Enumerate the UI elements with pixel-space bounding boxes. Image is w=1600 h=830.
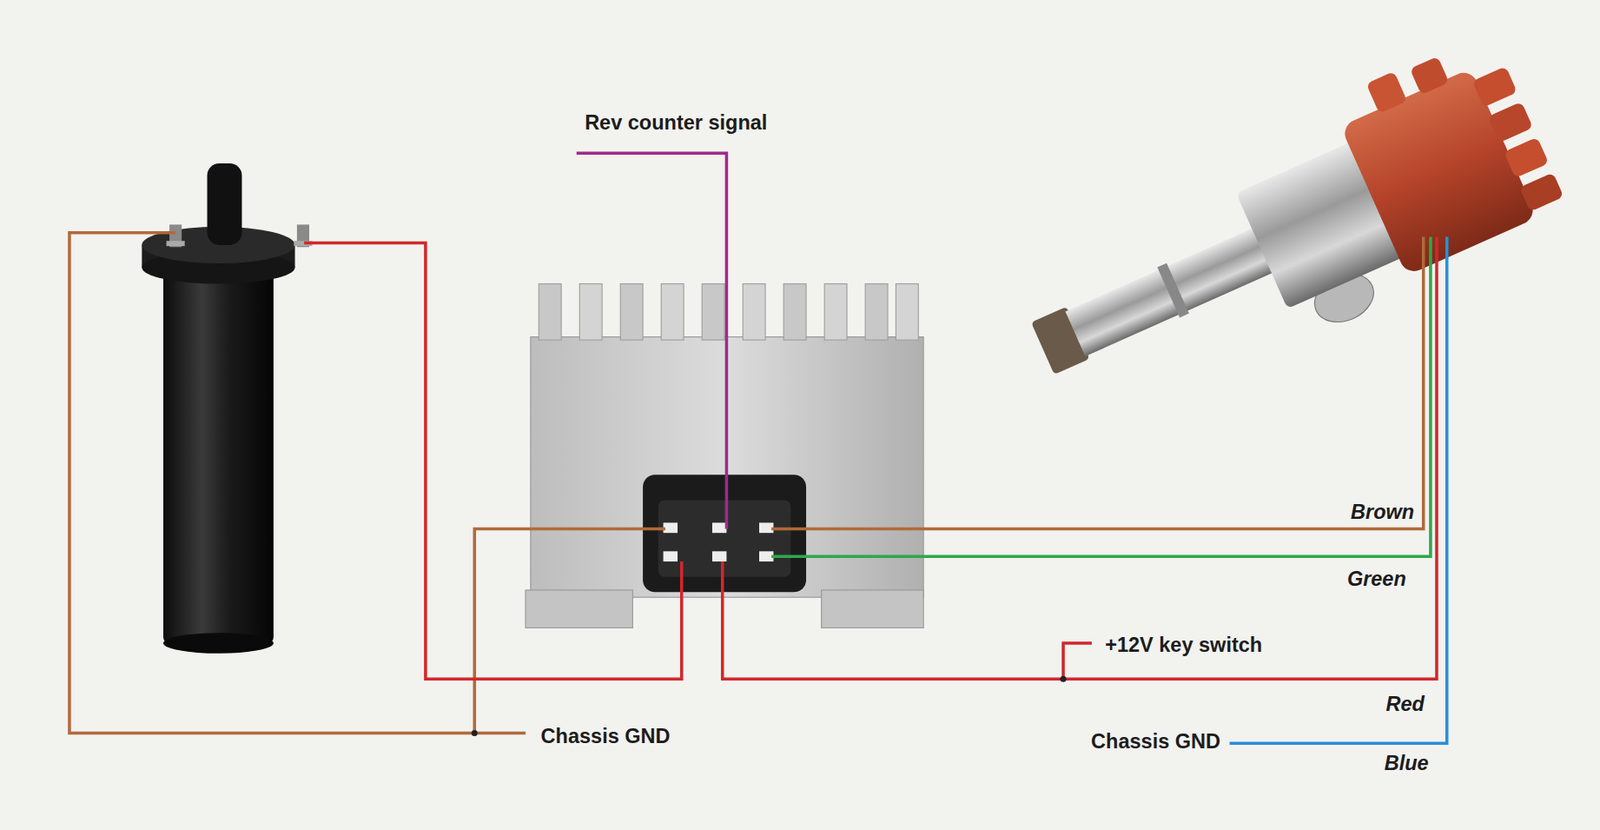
wire-label: +12V key switch [1104, 634, 1263, 657]
wires [69, 152, 1448, 743]
ignition-coil [141, 163, 312, 654]
ignition-module [525, 284, 924, 629]
wire-label: Green [1347, 568, 1407, 591]
wire-label: Chassis GND [541, 725, 671, 748]
wire-label: Rev counter signal [584, 112, 767, 135]
wire-label: Blue [1384, 752, 1429, 775]
wire-label: Brown [1350, 501, 1415, 524]
distributor [998, 28, 1574, 439]
wire-label: Red [1386, 693, 1425, 716]
wire-label: Chassis GND [1090, 730, 1221, 754]
